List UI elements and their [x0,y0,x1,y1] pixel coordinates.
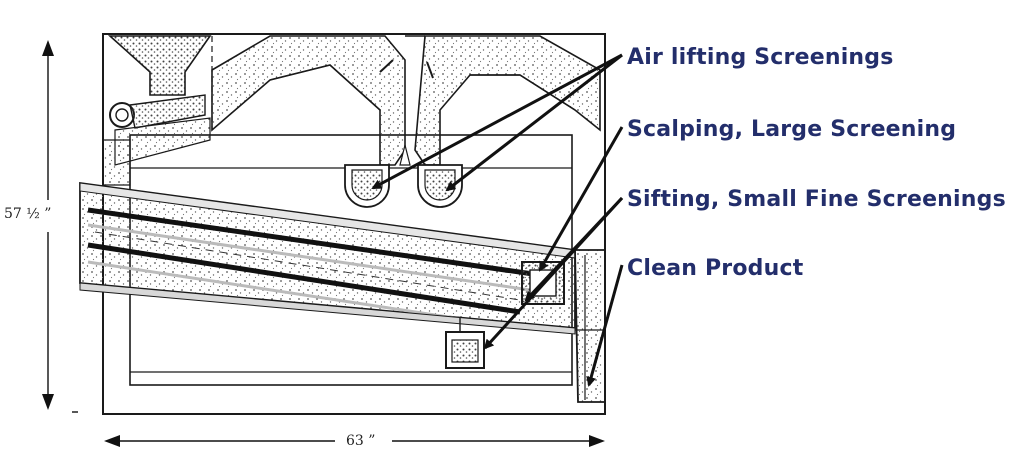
height-dimension-line [42,40,78,413]
label-air-lifting-screenings: Air lifting Screenings [627,45,894,70]
width-dimension-label: 63 ” [346,433,376,449]
label-clean-product: Clean Product [627,256,804,281]
label-sifting-small-fine-screenings: Sifting, Small Fine Screenings [627,187,1006,212]
label-leader-arrows [371,53,624,387]
clean-product-chute [574,249,606,403]
feed-hopper [103,35,213,186]
air-lift-chambers [211,35,601,208]
inclined-screen-deck [79,181,576,369]
label-scalping-large-screening: Scalping, Large Screening [627,117,957,142]
width-dimension-line [104,435,605,447]
height-dimension-label: 57 ½ ” [4,206,52,222]
